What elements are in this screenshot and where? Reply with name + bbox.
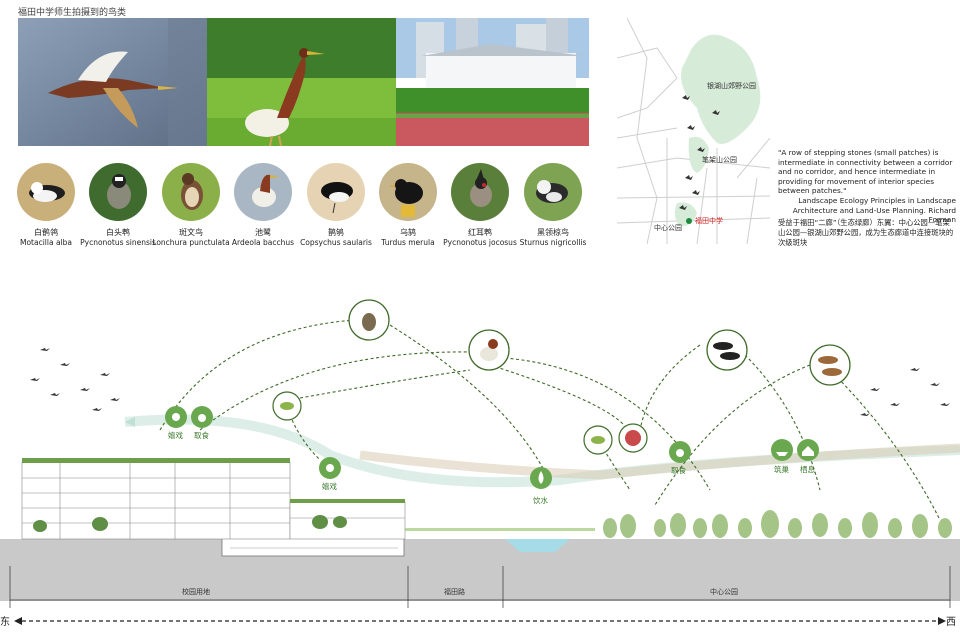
bird-latin-name: Pycnonotus sinensis bbox=[80, 238, 156, 247]
photo-flying-heron bbox=[18, 18, 207, 146]
quote-block: "A row of stepping stones (small patches… bbox=[778, 148, 956, 225]
bird-photo bbox=[89, 163, 147, 221]
section-diagram: 嬉戏 取食 嬉戏 饮水 取食 筑巢 栖息 校园用地 福田路 中心公园 东 西 bbox=[0, 290, 960, 639]
map-label-central-park: 中心公园 bbox=[654, 224, 682, 232]
activity-label-forage: 取食 bbox=[194, 431, 209, 440]
photo-pond-heron bbox=[207, 18, 396, 146]
bird-photo bbox=[162, 163, 220, 221]
bird-item: 白鹡鸰 Motacilla alba bbox=[0, 163, 101, 247]
dimension-label-campus: 校园用地 bbox=[182, 588, 210, 596]
activity-label-drink: 饮水 bbox=[533, 496, 548, 505]
bird-cn-name: 白鹡鸰 bbox=[34, 228, 58, 237]
bird-item: 鹊鸲 Copsychus saularis bbox=[281, 163, 391, 247]
map-label-school: 福田中学 bbox=[695, 217, 723, 225]
corridor-note: 受益于福田“二廊”（生态绿廊）东翼：中心公园—笔架山公园—银湖山郊野公园，成为生… bbox=[778, 218, 954, 247]
bird-cn-name: 白头鹎 bbox=[106, 228, 130, 237]
bird-latin-name: Motacilla alba bbox=[20, 238, 72, 247]
map-label-bijia-park: 笔架山公园 bbox=[702, 156, 737, 164]
bird-latin-name: Copsychus saularis bbox=[300, 238, 372, 247]
header-title: 福田中学师生拍摄到的鸟类 bbox=[18, 8, 127, 18]
bird-cn-name: 黑领椋鸟 bbox=[537, 228, 569, 237]
bird-photo bbox=[234, 163, 292, 221]
bird-latin-name: Ardeola bacchus bbox=[231, 238, 295, 247]
bird-item: 池鹭 Ardeola bacchus bbox=[208, 163, 318, 247]
activity-label-roost: 栖息 bbox=[800, 465, 815, 474]
bird-cn-name: 红耳鹎 bbox=[468, 228, 492, 237]
bird-item: 乌鸫 Turdus merula bbox=[353, 163, 463, 247]
direction-east: 东 bbox=[0, 617, 10, 628]
dimension-label-park: 中心公园 bbox=[710, 588, 738, 596]
bird-cn-name: 鹊鸲 bbox=[328, 228, 344, 237]
bird-item: 斑文鸟 Lonchura punctulata bbox=[136, 163, 246, 247]
activity-label-forage: 取食 bbox=[671, 466, 686, 475]
bird-photo bbox=[524, 163, 582, 221]
bird-photo bbox=[451, 163, 509, 221]
bird-photo bbox=[307, 163, 365, 221]
photo-school-campus bbox=[396, 18, 589, 146]
activity-label-nest: 筑巢 bbox=[774, 465, 789, 474]
activity-label-play: 嬉戏 bbox=[168, 431, 183, 440]
bird-photo bbox=[379, 163, 437, 221]
map-label-forest-park: 银湖山郊野公园 bbox=[707, 82, 756, 90]
dimension-label-road: 福田路 bbox=[444, 588, 465, 596]
bird-cn-name: 池鹭 bbox=[255, 228, 271, 237]
bird-list: 白鹡鸰 Motacilla alba 白头鹎 Pycnonotus sinens… bbox=[0, 163, 600, 253]
direction-west: 西 bbox=[946, 617, 956, 628]
bird-item: 白头鹎 Pycnonotus sinensis bbox=[63, 163, 173, 247]
bird-latin-name: Turdus merula bbox=[381, 238, 435, 247]
bird-item: 红耳鹎 Pycnonotus jocosus bbox=[425, 163, 535, 247]
bird-latin-name: Pycnonotus jocosus bbox=[443, 238, 517, 247]
bird-item: 黑领椋鸟 Sturnus nigricollis bbox=[498, 163, 608, 247]
bird-cn-name: 乌鸫 bbox=[400, 228, 416, 237]
activity-label-play: 嬉戏 bbox=[322, 482, 337, 491]
bird-latin-name: Lonchura punctulata bbox=[152, 238, 230, 247]
bird-latin-name: Sturnus nigricollis bbox=[519, 238, 587, 247]
location-map: 银湖山郊野公园 笔架山公园 福田中学 中心公园 bbox=[616, 17, 771, 245]
quote-source: Landscape Ecology Principles in Landscap… bbox=[792, 195, 956, 225]
quote-text: "A row of stepping stones (small patches… bbox=[778, 148, 953, 196]
bird-cn-name: 斑文鸟 bbox=[179, 228, 203, 237]
bird-photo bbox=[17, 163, 75, 221]
